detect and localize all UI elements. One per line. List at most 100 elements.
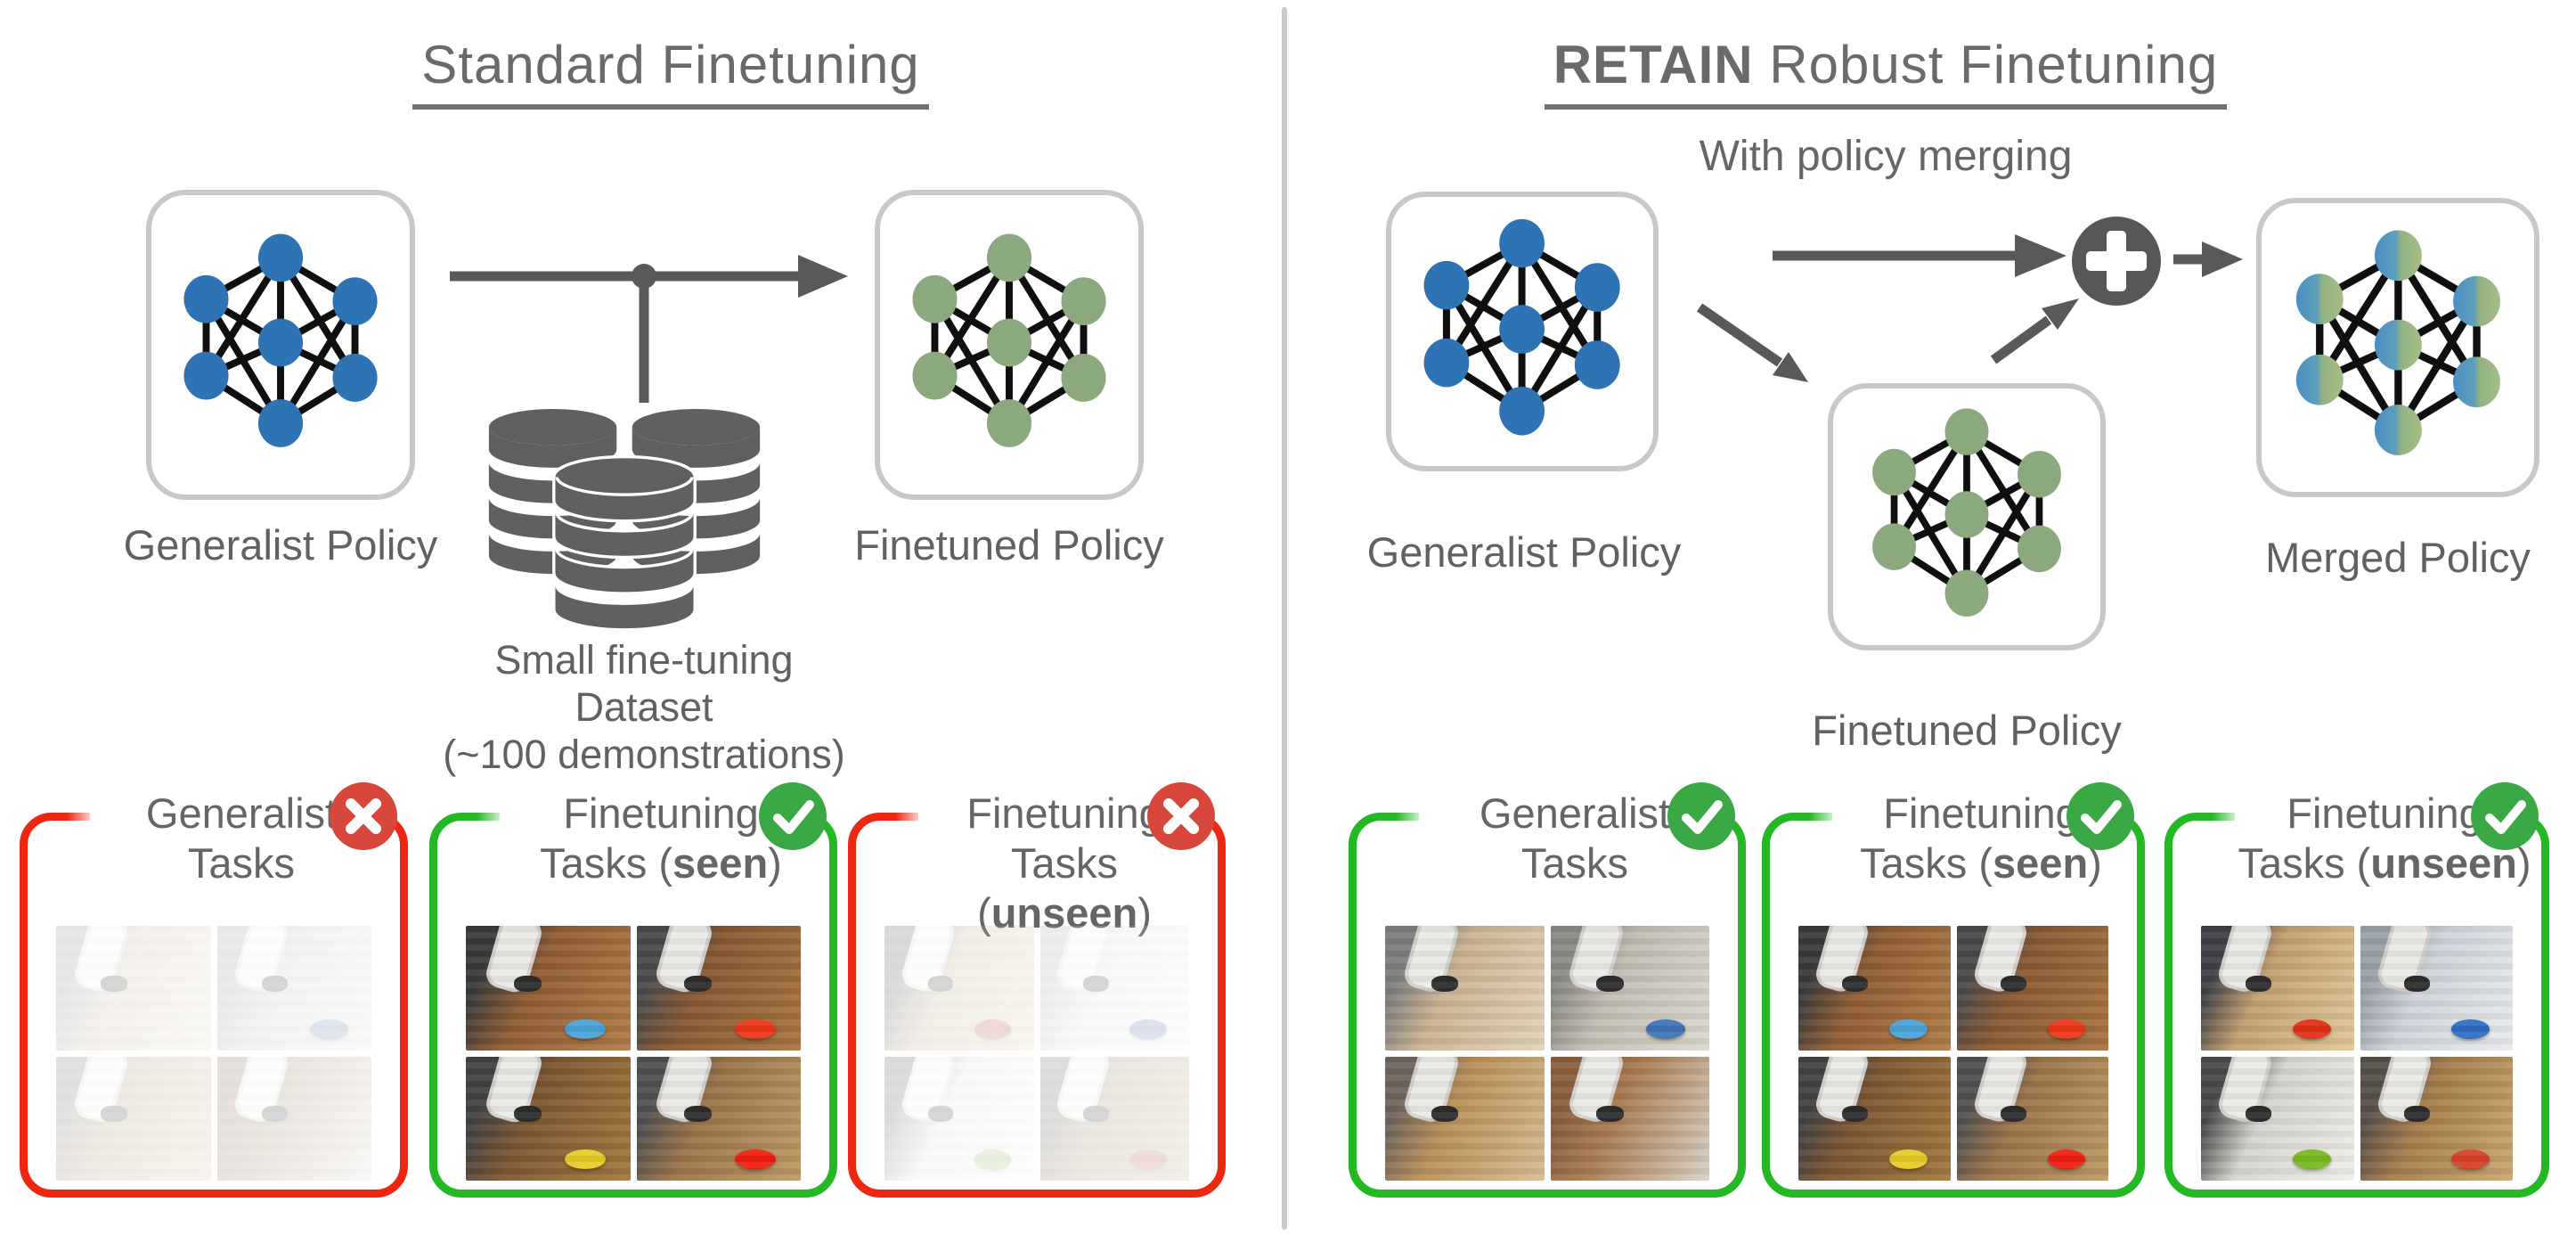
- robot-gripper-shape: [261, 975, 289, 992]
- robot-gripper-shape: [1842, 1106, 1869, 1123]
- target-disc: [2451, 1149, 2490, 1170]
- generalist-policy-box-right: [1386, 192, 1659, 471]
- robot-arm-shape: [71, 1056, 131, 1125]
- white-table-blue-disc-robot: [1039, 926, 1189, 1051]
- robot-arm-shape: [1566, 1056, 1627, 1125]
- target-disc: [2047, 1018, 2086, 1039]
- robot-arm-shape: [1400, 1056, 1462, 1125]
- right-panel-title: RETAIN Robust Finetuning: [1284, 34, 2487, 110]
- wood-room-robot-red-disc-table: [1956, 1056, 2108, 1181]
- robot-gripper-shape: [1842, 975, 1869, 992]
- task-box-title-line2: Tasks (unseen): [977, 839, 1152, 936]
- robot-arm-shape: [1054, 1056, 1113, 1125]
- generalist-to-finetuned-arrow: [1696, 303, 1808, 382]
- task-thumbnails: [56, 926, 371, 1181]
- cross-icon: [1146, 781, 1216, 851]
- target-disc: [2047, 1149, 2086, 1170]
- target-disc: [1889, 1018, 1928, 1039]
- robot-gripper-shape: [2245, 975, 2271, 992]
- generalist-tasks-right: Generalist Tasks: [1349, 782, 1746, 1198]
- left-title-text: Standard Finetuning: [412, 34, 929, 110]
- wood-room-robot-blue-tool: [466, 926, 631, 1051]
- junction-dot: [632, 264, 656, 289]
- merged-policy-label: Merged Policy: [2265, 534, 2531, 581]
- office-round-table-robot: [1550, 1056, 1709, 1181]
- generalist-policy-label-left: Generalist Policy: [123, 521, 438, 568]
- wooden-table-robot: [1385, 1056, 1545, 1181]
- dataset-caption-line3: (~100 demonstrations): [443, 732, 845, 777]
- kitchen-counter-robot: [56, 926, 211, 1051]
- task-box-title-line1: Generalist: [1479, 789, 1671, 837]
- robot-gripper-shape: [261, 1106, 289, 1123]
- task-thumbnails: [1798, 926, 2108, 1181]
- target-disc: [735, 1018, 777, 1039]
- office-round-table-robot: [216, 1056, 371, 1181]
- task-box-title: Finetuning Tasks (seen): [1832, 789, 2130, 897]
- finetuned-policy-label-right: Finetuned Policy: [1812, 707, 2122, 754]
- target-disc: [1645, 1018, 1686, 1039]
- robot-gripper-shape: [1083, 1106, 1109, 1123]
- target-disc: [309, 1018, 348, 1039]
- robot-arm-shape: [1813, 926, 1872, 995]
- robot-gripper-shape: [101, 975, 127, 992]
- bathroom-sink-robot: [1550, 926, 1709, 1051]
- robot-gripper-shape: [684, 1106, 713, 1123]
- robot-arm-shape: [232, 1056, 292, 1125]
- task-box-title-line2: Tasks (seen): [540, 839, 782, 887]
- task-thumbnails: [2201, 926, 2513, 1181]
- finetuned-policy-box-left: [875, 190, 1144, 500]
- robot-gripper-shape: [2000, 975, 2026, 992]
- finetuning-tasks-unseen-right: Finetuning Tasks (unseen): [2164, 782, 2549, 1198]
- left-flow-arrow: [450, 255, 848, 403]
- finetuning-tasks-seen-right: Finetuning Tasks (seen): [1762, 782, 2145, 1198]
- task-box-title-line2: Tasks (unseen): [2238, 839, 2531, 887]
- right-title-rest: Robust Finetuning: [1753, 35, 2219, 94]
- task-box-title-line2: Tasks: [1520, 839, 1629, 887]
- neural-network-icon: [1872, 408, 2061, 618]
- robot-arm-shape: [1971, 1056, 2030, 1125]
- check-icon: [1667, 781, 1736, 851]
- robot-arm-shape: [1813, 1056, 1872, 1125]
- desk-red-disc-rack: [884, 926, 1034, 1051]
- finetuned-to-plus-arrow: [1990, 299, 2079, 364]
- robot-arm-shape: [2215, 1056, 2275, 1125]
- neural-network-icon: [912, 233, 1106, 448]
- robot-arm-shape: [1054, 926, 1113, 994]
- robot-gripper-shape: [1431, 975, 1459, 992]
- robot-gripper-shape: [927, 975, 954, 992]
- robot-arm-shape: [1400, 926, 1462, 995]
- task-thumbnails: [1385, 926, 1709, 1181]
- target-disc: [735, 1149, 777, 1170]
- robot-gripper-shape: [927, 1106, 954, 1123]
- wooden-table-robot: [56, 1056, 211, 1181]
- robot-arm-shape: [1971, 926, 2030, 995]
- robot-arm-shape: [653, 1056, 715, 1126]
- target-disc: [974, 1018, 1012, 1039]
- target-disc: [564, 1149, 606, 1170]
- target-disc: [1889, 1149, 1928, 1170]
- task-box-title-line1: Finetuning: [966, 789, 1162, 837]
- robot-arm-shape: [71, 926, 131, 995]
- task-box-title-line1: Finetuning: [1883, 789, 2079, 837]
- bathroom-sink-robot: [216, 926, 371, 1051]
- wood-room-robot-blue-tool: [1798, 926, 1951, 1051]
- round-table-green-disc-rack: [2201, 1056, 2354, 1181]
- target-disc: [2451, 1018, 2490, 1039]
- task-box-title-line2: Tasks: [187, 839, 296, 887]
- robot-arm-shape: [1566, 926, 1627, 995]
- robot-arm-shape: [482, 1056, 545, 1126]
- task-box-title-line1: Generalist: [145, 789, 338, 837]
- robot-arm-shape: [2375, 926, 2434, 995]
- desk-red-disc-rack: [2201, 926, 2354, 1051]
- retain-acronym: RETAIN: [1553, 35, 1754, 94]
- policy-merging-subtitle: With policy merging: [1699, 133, 2073, 180]
- neural-network-icon: [1423, 218, 1621, 436]
- round-table-green-disc-rack: [884, 1056, 1034, 1181]
- panel-divider: [1282, 7, 1287, 1230]
- task-box-title-line2: Tasks (seen): [1860, 839, 2102, 887]
- robot-arm-shape: [653, 926, 715, 995]
- target-disc: [2292, 1149, 2331, 1170]
- robot-gripper-shape: [1596, 1106, 1624, 1123]
- wood-room-robot-yellow-disc: [466, 1056, 631, 1181]
